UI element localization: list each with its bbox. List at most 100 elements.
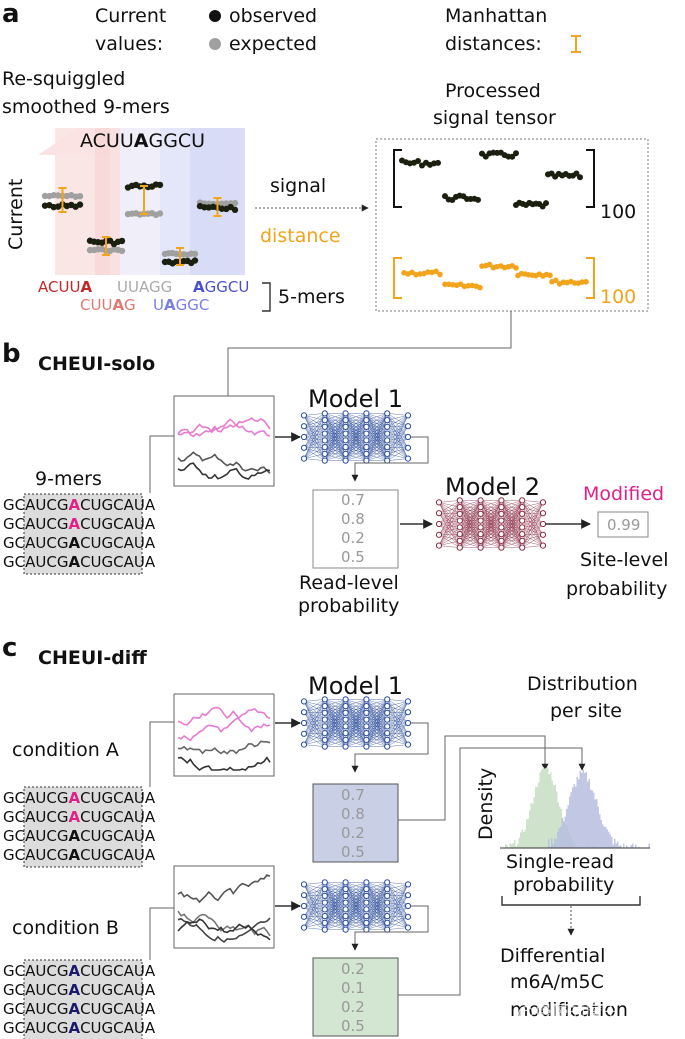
- network-node: [384, 423, 391, 430]
- panel-b-title: CHEUI-solo: [38, 353, 155, 375]
- network-edge: [522, 502, 544, 508]
- network-edge: [501, 500, 523, 541]
- hist-bar-condition-b: [638, 846, 640, 848]
- network-node: [342, 450, 349, 457]
- network-edge: [366, 882, 388, 890]
- network-edge: [345, 726, 367, 747]
- network-node: [363, 437, 370, 444]
- network-edge: [459, 500, 481, 515]
- hist-bar-condition-b: [615, 843, 617, 848]
- network-edge: [366, 699, 388, 714]
- tensor-distance-point: [583, 278, 589, 285]
- hist-bar-condition-b: [554, 838, 556, 848]
- network-edge: [366, 440, 388, 461]
- network-edge: [324, 882, 346, 923]
- hist-bar-condition-b: [585, 771, 587, 848]
- hist-bar-condition-b: [549, 846, 551, 848]
- network-node: [498, 544, 505, 551]
- distribution-line2: per site: [550, 700, 622, 722]
- network-node: [321, 457, 328, 464]
- network-edge: [303, 413, 326, 459]
- network-node: [363, 736, 370, 743]
- network-node: [498, 510, 505, 517]
- network-edge: [303, 915, 325, 918]
- ninemers-label: 9-mers: [35, 468, 102, 490]
- network-edge: [387, 722, 409, 747]
- network-node: [435, 520, 443, 528]
- diff-prob-a-3: 0.2: [341, 824, 365, 842]
- network-node: [384, 444, 391, 451]
- hist-bar-condition-b: [609, 834, 611, 848]
- network-edge: [438, 545, 460, 548]
- network-node: [477, 524, 484, 531]
- network-node: [404, 741, 412, 748]
- network-node: [363, 926, 370, 933]
- hist-bar-condition-b: [593, 792, 595, 848]
- network-edge: [303, 905, 325, 930]
- network-edge: [345, 413, 367, 448]
- tensor-distance-point: [477, 284, 483, 291]
- network-edge: [480, 500, 502, 515]
- read-sequence: GCAUCGACUGCAUA: [3, 789, 156, 807]
- network-edge: [387, 413, 409, 416]
- network-node: [498, 531, 505, 538]
- network-node: [342, 430, 349, 437]
- network-edge: [387, 719, 409, 724]
- network-node: [384, 926, 391, 933]
- hist-bar-condition-b: [548, 839, 550, 848]
- network-edge: [366, 882, 388, 910]
- network-edge: [387, 701, 409, 720]
- network-edge: [303, 882, 325, 896]
- network-node: [342, 886, 349, 893]
- network-edge: [303, 413, 325, 438]
- signal-trace: [177, 917, 271, 944]
- network-edge: [387, 884, 409, 910]
- network-edge: [387, 436, 409, 448]
- network-edge: [501, 527, 523, 548]
- network-node: [300, 412, 308, 419]
- network-edge: [438, 520, 460, 536]
- hist-bar-condition-a: [523, 831, 525, 848]
- network-edge: [438, 513, 460, 535]
- network-edge: [366, 882, 388, 903]
- network-edge: [303, 916, 325, 930]
- tensor-distance-point: [442, 281, 448, 288]
- network-node: [342, 703, 349, 710]
- network-edge: [522, 523, 544, 535]
- signal-trace: [177, 707, 271, 742]
- hist-bar-condition-a: [514, 840, 516, 848]
- network-node: [321, 906, 328, 913]
- network-node: [519, 531, 526, 538]
- read-sequence: GCAUCGACUGCAUA: [3, 515, 156, 533]
- network-edge: [387, 433, 409, 438]
- tensor-plot: [393, 149, 595, 299]
- hist-bar-condition-a: [542, 767, 544, 848]
- network-edge: [459, 500, 481, 508]
- hist-bar-condition-a: [548, 774, 550, 848]
- network-edge: [386, 884, 409, 917]
- observed-point: [76, 201, 84, 208]
- network-node: [404, 730, 412, 737]
- network-node: [435, 542, 443, 549]
- network-edge: [387, 415, 409, 428]
- hist-bar-condition-a: [512, 843, 514, 848]
- network-edge: [387, 426, 409, 455]
- fivemer-3: AGGCU: [193, 278, 249, 296]
- network-edge: [303, 458, 325, 461]
- network-edge: [387, 905, 409, 924]
- network-edge: [303, 440, 325, 459]
- network-node: [321, 926, 328, 933]
- watermark: 知乎 @慢慢的魔王: [478, 1002, 619, 1023]
- hist-bar-condition-b: [576, 777, 578, 848]
- hist-bar-condition-a: [559, 806, 561, 848]
- network-edge: [438, 513, 460, 525]
- network-edge: [303, 719, 325, 735]
- network-node: [321, 430, 328, 437]
- network-edge: [387, 888, 409, 907]
- network-edge: [303, 722, 325, 747]
- hist-bar-condition-b: [551, 838, 553, 848]
- network-edge: [324, 413, 346, 441]
- network-edge: [480, 500, 502, 541]
- network-edge: [438, 506, 460, 535]
- read-sequence: GCAUCGACUGCAUA: [3, 827, 156, 845]
